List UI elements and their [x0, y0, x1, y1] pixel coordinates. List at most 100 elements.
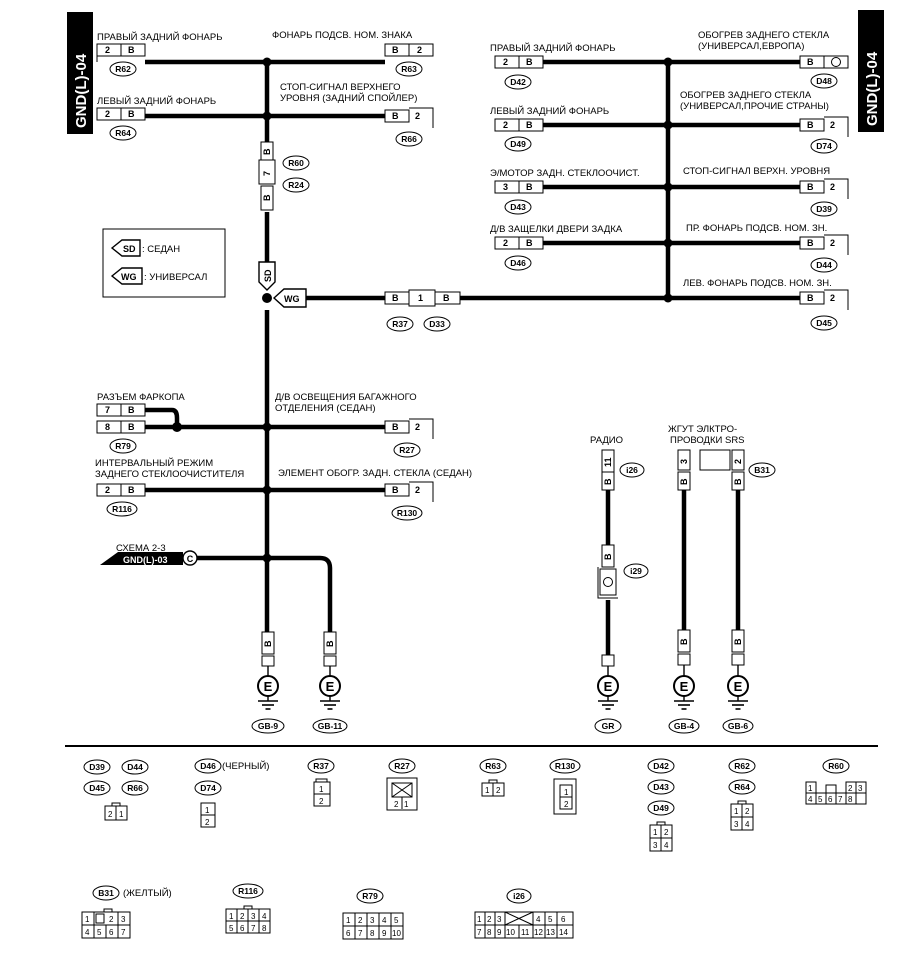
svg-text:B: B [807, 57, 814, 67]
svg-text:2: 2 [830, 238, 835, 248]
svg-text:3: 3 [734, 820, 739, 829]
component-d49: ЛЕВЫЙ ЗАДНИЙ ФОНАРЬ 2 B D49 [490, 105, 609, 152]
svg-text:СТОП-СИГНАЛ ВЕРХНЕГО: СТОП-СИГНАЛ ВЕРХНЕГО [280, 82, 401, 93]
svg-text:2: 2 [664, 828, 669, 837]
svg-text:: УНИВЕРСАЛ: : УНИВЕРСАЛ [144, 272, 207, 283]
svg-text:СХЕМА 2-3: СХЕМА 2-3 [116, 543, 166, 554]
conn-view-d46-group: D46 (ЧЕРНЫЙ) D74 1 2 [194, 758, 269, 828]
conn-view-r27: R27 2 1 [386, 758, 418, 811]
component-d42: ПРАВЫЙ ЗАДНИЙ ФОНАРЬ 2 B D42 [490, 42, 615, 90]
svg-text:9: 9 [497, 928, 502, 937]
svg-text:2: 2 [496, 786, 501, 795]
connector-i26: i26 [626, 465, 638, 475]
svg-text:3: 3 [503, 182, 508, 192]
svg-text:ЖГУТ ЭЛКТРО-: ЖГУТ ЭЛКТРО- [668, 424, 737, 435]
svg-text:B: B [392, 293, 399, 303]
svg-text:1: 1 [734, 807, 739, 816]
svg-text:5: 5 [97, 928, 102, 937]
svg-text:B: B [603, 478, 613, 485]
connector-r130: R130 [397, 508, 418, 518]
svg-text:(УНИВЕРСАЛ,ПРОЧИЕ СТРАНЫ): (УНИВЕРСАЛ,ПРОЧИЕ СТРАНЫ) [680, 101, 829, 112]
svg-text:13: 13 [546, 928, 555, 937]
svg-text:B31: B31 [98, 888, 114, 898]
svg-text:R37: R37 [313, 761, 329, 771]
svg-text:B: B [807, 182, 814, 192]
svg-text:B: B [263, 640, 273, 647]
svg-text:7: 7 [358, 929, 363, 938]
svg-text:2: 2 [503, 57, 508, 67]
svg-text:7: 7 [105, 405, 110, 415]
ground-id-gb-9: GB-9 [258, 721, 279, 731]
conn-view-d39-group: D39 D44 D45 R66 2 1 [83, 759, 149, 821]
svg-text:ФОНАРЬ ПОДСВ. НОМ. ЗНАКА: ФОНАРЬ ПОДСВ. НОМ. ЗНАКА [272, 30, 413, 41]
svg-text:(УНИВЕРСАЛ,ЕВРОПА): (УНИВЕРСАЛ,ЕВРОПА) [698, 41, 804, 52]
svg-text:11: 11 [521, 928, 530, 937]
connector-r66: R66 [401, 134, 417, 144]
svg-text:5: 5 [394, 916, 399, 925]
svg-text:B: B [128, 485, 135, 495]
svg-text:D43: D43 [653, 782, 669, 792]
ground-id-gb-11: GB-11 [318, 721, 343, 731]
svg-text:ЗАДНЕГО СТЕКЛООЧИСТИТЕЛЯ: ЗАДНЕГО СТЕКЛООЧИСТИТЕЛЯ [95, 469, 244, 480]
svg-text:7: 7 [262, 171, 272, 176]
conn-view-r62-group: R62 R64 1 2 3 4 [728, 758, 756, 831]
svg-text:2: 2 [564, 800, 569, 809]
svg-text:D44: D44 [127, 762, 143, 772]
svg-text:B: B [679, 478, 689, 485]
svg-text:: СЕДАН: : СЕДАН [142, 244, 180, 255]
svg-text:8: 8 [848, 795, 853, 804]
connector-r27: R27 [399, 445, 415, 455]
svg-text:ПРАВЫЙ ЗАДНИЙ ФОНАРЬ: ПРАВЫЙ ЗАДНИЙ ФОНАРЬ [490, 42, 615, 54]
svg-text:1: 1 [485, 786, 490, 795]
svg-text:B: B [262, 148, 272, 155]
component-r62: ПРАВЫЙ ЗАДНИЙ ФОНАРЬ 2 B R62 [96, 31, 222, 77]
left-bus-wires [145, 59, 668, 640]
svg-text:ЭЛЕМЕНТ ОБОГР. ЗАДН. СТЕКЛА (С: ЭЛЕМЕНТ ОБОГР. ЗАДН. СТЕКЛА (СЕДАН) [278, 468, 472, 479]
ground-id-gb-4: GB-4 [674, 721, 695, 731]
svg-text:2: 2 [733, 459, 743, 464]
svg-text:D42: D42 [653, 761, 669, 771]
svg-text:3: 3 [858, 784, 863, 793]
svg-text:4: 4 [536, 915, 541, 924]
svg-text:R64: R64 [734, 782, 750, 792]
svg-text:УРОВНЯ (ЗАДНИЙ СПОЙЛЕР): УРОВНЯ (ЗАДНИЙ СПОЙЛЕР) [280, 92, 417, 104]
svg-text:ОТДЕЛЕНИЯ (СЕДАН): ОТДЕЛЕНИЯ (СЕДАН) [275, 403, 376, 414]
svg-text:ЛЕВЫЙ ЗАДНИЙ ФОНАРЬ: ЛЕВЫЙ ЗАДНИЙ ФОНАРЬ [490, 105, 609, 117]
svg-text:2: 2 [415, 111, 420, 121]
connector-d44: D44 [816, 260, 832, 270]
svg-text:WG: WG [121, 272, 137, 282]
connector-d48: D48 [816, 76, 832, 86]
svg-text:D39: D39 [89, 762, 105, 772]
svg-text:1: 1 [808, 784, 813, 793]
ground-id-gr: GR [602, 721, 615, 731]
svg-text:B: B [733, 638, 743, 645]
svg-text:2: 2 [105, 485, 110, 495]
svg-text:Д/В ЗАЩЕЛКИ ДВЕРИ ЗАДКА: Д/В ЗАЩЕЛКИ ДВЕРИ ЗАДКА [490, 224, 623, 235]
connector-d74: D74 [816, 141, 832, 151]
svg-text:R66: R66 [127, 783, 143, 793]
ground-gb-6: B E GB-6 [722, 629, 754, 734]
svg-text:7: 7 [838, 795, 843, 804]
svg-text:D46: D46 [200, 761, 216, 771]
svg-text:8: 8 [105, 422, 110, 432]
svg-text:2: 2 [830, 293, 835, 303]
svg-text:R62: R62 [734, 761, 750, 771]
svg-text:B: B [526, 120, 533, 130]
connector-d42: D42 [510, 77, 526, 87]
svg-text:2: 2 [415, 485, 420, 495]
right-bus-wires [543, 59, 800, 655]
ground-gr: E GR [594, 654, 622, 734]
svg-text:12: 12 [534, 928, 543, 937]
component-radio: РАДИО 11 B i26 B i29 [590, 435, 649, 599]
svg-text:РАДИО: РАДИО [590, 435, 623, 446]
svg-text:(ЖЕЛТЫЙ): (ЖЕЛТЫЙ) [123, 887, 172, 899]
component-r27: Д/В ОСВЕЩЕНИЯ БАГАЖНОГО ОТДЕЛЕНИЯ (СЕДАН… [275, 392, 434, 458]
svg-text:4: 4 [382, 916, 387, 925]
svg-text:2: 2 [830, 182, 835, 192]
wg-branch-arrow: WG [272, 288, 307, 308]
svg-text:1: 1 [85, 915, 90, 924]
conn-view-b31: B31 (ЖЕЛТЫЙ) 1 2 3 4 5 6 7 [81, 885, 172, 939]
svg-text:2: 2 [240, 912, 245, 921]
svg-text:R27: R27 [394, 761, 410, 771]
component-r79: РАЗЪЕМ ФАРКОПА 7 B 8 B R79 [96, 392, 185, 454]
